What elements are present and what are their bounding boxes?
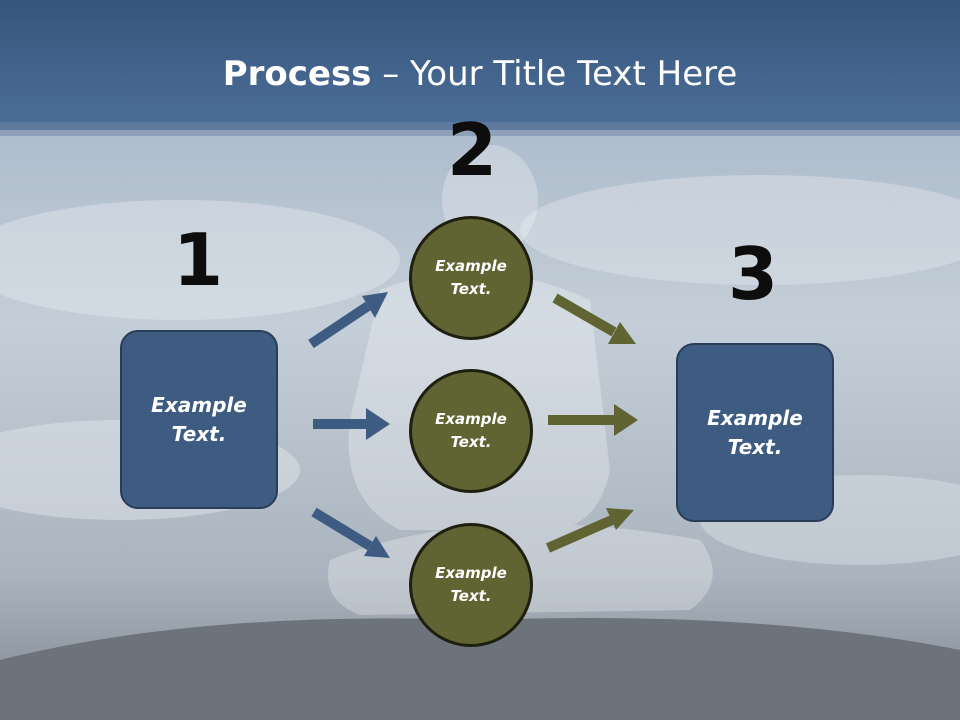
left-process-box[interactable]: Example Text. xyxy=(120,330,278,509)
process-circle-top[interactable]: Example Text. xyxy=(409,216,533,340)
right-process-box[interactable]: Example Text. xyxy=(676,343,834,522)
arrow-left-middle xyxy=(313,408,390,440)
right-box-text: Example Text. xyxy=(707,405,803,459)
circle-top-text: Example Text. xyxy=(435,257,507,298)
arrow-left-down xyxy=(311,507,390,558)
step-number-3: 3 xyxy=(727,232,779,316)
process-circle-bottom[interactable]: Example Text. xyxy=(409,523,533,647)
title-bold: Process xyxy=(222,54,372,94)
circle-middle-text: Example Text. xyxy=(435,410,507,451)
process-circle-middle[interactable]: Example Text. xyxy=(409,369,533,493)
circle-bottom-text: Example Text. xyxy=(435,564,507,605)
step-number-2: 2 xyxy=(446,108,498,192)
left-box-text: Example Text. xyxy=(151,392,247,446)
arrow-right-down xyxy=(545,508,634,553)
title-rest: – Your Title Text Here xyxy=(371,54,738,94)
page-title: Process – Your Title Text Here xyxy=(0,52,960,96)
arrow-right-up xyxy=(552,293,636,344)
arrow-left-up xyxy=(308,292,388,349)
step-number-1: 1 xyxy=(172,218,224,302)
arrow-right-middle xyxy=(548,404,638,436)
